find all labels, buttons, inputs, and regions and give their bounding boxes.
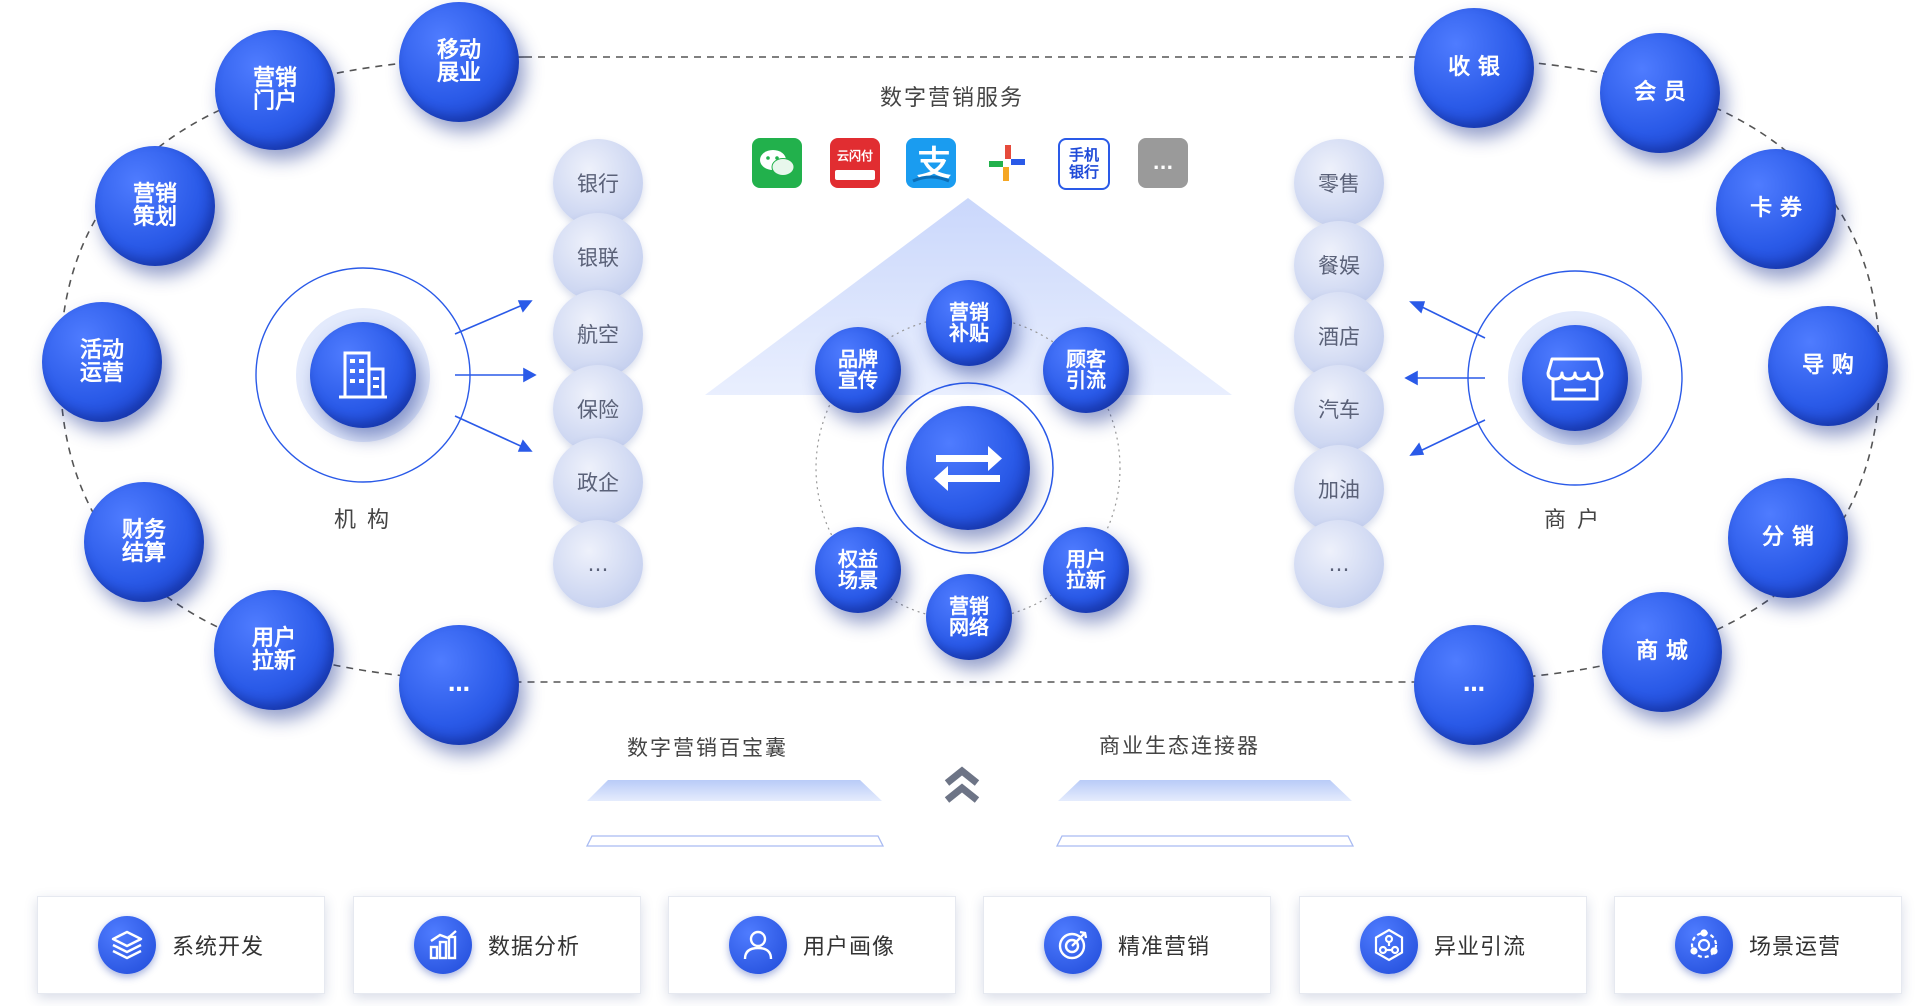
hub-rights-scene[interactable]: 权益 场景 xyxy=(815,527,901,613)
double-chevron-up-icon xyxy=(944,766,980,803)
institution-airline[interactable]: 航空 xyxy=(553,290,643,378)
ring-finance-settlement[interactable]: 财务 结算 xyxy=(84,482,204,602)
merchant-more[interactable]: … xyxy=(1294,520,1384,608)
pinwheel-icon xyxy=(982,138,1032,188)
orbit-nodes-icon xyxy=(1674,916,1733,974)
more-apps-icon: ... xyxy=(1138,138,1188,188)
mobile-bank-label: 手机 银行 xyxy=(1068,145,1099,181)
hub-marketing-subsidy[interactable]: 营销 补贴 xyxy=(926,280,1012,366)
bar-chart-icon xyxy=(413,916,472,974)
feature-cross-industry[interactable]: 异业引流 xyxy=(1299,896,1587,994)
hub-marketing-network[interactable]: 营销 网络 xyxy=(926,574,1012,660)
hub-exchange-center[interactable] xyxy=(906,406,1030,530)
institution-label: 机 构 xyxy=(334,508,391,533)
feature-data-analysis[interactable]: 数据分析 xyxy=(353,896,641,994)
target-icon xyxy=(1043,916,1102,974)
user-icon xyxy=(728,916,787,974)
merchant-node[interactable] xyxy=(1522,325,1628,431)
ring-user-acquisition[interactable]: 用户 拉新 xyxy=(214,590,334,710)
ring-mobile-business[interactable]: 移动 展业 xyxy=(399,2,519,122)
unionpay-icon: 云闪付 xyxy=(830,138,880,188)
hub-customer-traffic[interactable]: 顾客 引流 xyxy=(1043,327,1129,413)
feature-label: 精准营销 xyxy=(1117,935,1210,960)
ring-mall[interactable]: 商 城 xyxy=(1602,592,1722,712)
institution-unionpay[interactable]: 银联 xyxy=(553,213,643,301)
right-arrows xyxy=(1404,301,1486,456)
ring-marketing-planning[interactable]: 营销 策划 xyxy=(95,146,215,266)
top-title: 数字营销服务 xyxy=(880,86,1025,111)
institution-more[interactable]: … xyxy=(553,520,643,608)
merchant-label: 商 户 xyxy=(1544,508,1601,533)
feature-label: 系统开发 xyxy=(171,935,264,960)
feature-user-profile[interactable]: 用户画像 xyxy=(668,896,956,994)
feature-label: 用户画像 xyxy=(802,935,895,960)
feature-label: 场景运营 xyxy=(1748,935,1841,960)
store-icon xyxy=(1546,357,1604,401)
ring-activity-ops[interactable]: 活动 运营 xyxy=(42,302,162,422)
exchange-arrows-icon xyxy=(934,446,1002,491)
left-platform xyxy=(587,780,882,801)
hub-brand-promotion[interactable]: 品牌 宣传 xyxy=(815,327,901,413)
ring-member[interactable]: 会 员 xyxy=(1600,33,1720,153)
hexagon-network-icon xyxy=(1359,916,1418,974)
connector-label: 商业生态连接器 xyxy=(1099,734,1260,758)
feature-system-dev[interactable]: 系统开发 xyxy=(37,896,325,994)
institution-node[interactable] xyxy=(310,322,416,428)
ring-cashier[interactable]: 收 银 xyxy=(1414,8,1534,128)
hub-user-acquisition[interactable]: 用户 拉新 xyxy=(1043,527,1129,613)
institution-government[interactable]: 政企 xyxy=(553,438,643,526)
alipay-icon: 支 xyxy=(906,138,956,188)
wechat-icon xyxy=(752,138,802,188)
ring-shopping-guide[interactable]: 导 购 xyxy=(1768,306,1888,426)
feature-precision-marketing[interactable]: 精准营销 xyxy=(983,896,1271,994)
feature-scene-ops[interactable]: 场景运营 xyxy=(1614,896,1902,994)
layers-icon xyxy=(97,916,156,974)
ring-right-more[interactable]: … xyxy=(1414,625,1534,745)
unionpay-label: 云闪付 xyxy=(836,148,873,163)
ring-left-more[interactable]: … xyxy=(399,625,519,745)
ring-coupon[interactable]: 卡 券 xyxy=(1716,149,1836,269)
ring-marketing-portal[interactable]: 营销 门户 xyxy=(215,30,335,150)
feature-label: 数据分析 xyxy=(487,935,580,960)
ring-distribution[interactable]: 分 销 xyxy=(1728,478,1848,598)
merchant-dining[interactable]: 餐娱 xyxy=(1294,221,1384,309)
right-platform xyxy=(1058,780,1352,801)
merchant-fuel[interactable]: 加油 xyxy=(1294,445,1384,533)
left-arrows xyxy=(454,300,537,452)
toolkit-label: 数字营销百宝囊 xyxy=(627,736,788,760)
merchant-auto[interactable]: 汽车 xyxy=(1294,365,1384,453)
merchant-retail[interactable]: 零售 xyxy=(1294,139,1384,227)
feature-label: 异业引流 xyxy=(1433,935,1526,960)
institution-bank[interactable]: 银行 xyxy=(553,139,643,227)
mobile-bank-icon: 手机 银行 xyxy=(1058,138,1110,190)
building-icon xyxy=(339,351,387,399)
more-apps-label: ... xyxy=(1152,152,1174,174)
